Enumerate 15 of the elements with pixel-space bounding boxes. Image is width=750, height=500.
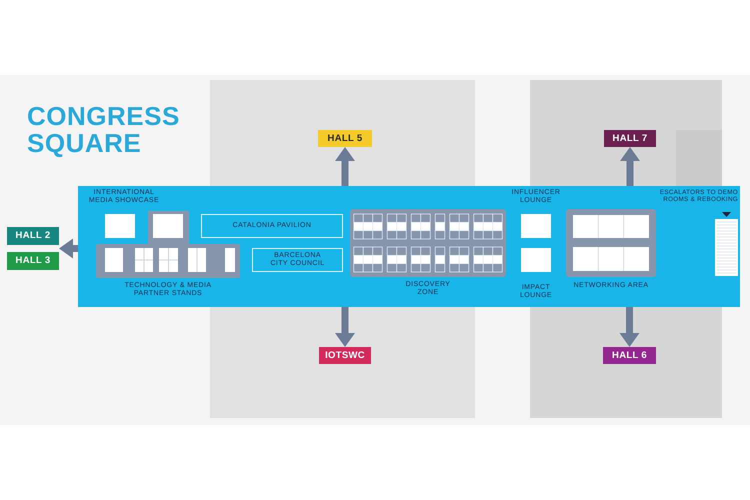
- hall-sign: IOTSWC: [319, 347, 371, 364]
- pavilion-area: [252, 248, 343, 272]
- arrow: [59, 238, 78, 258]
- hall-sign: HALL 2: [7, 227, 59, 245]
- exhibition-floor: [78, 186, 740, 307]
- hall-sign: HALL 3: [7, 252, 59, 270]
- hall-sign: HALL 7: [604, 130, 656, 147]
- arrow: [620, 147, 640, 186]
- arrow: [620, 307, 640, 347]
- hall-sign: HALL 5: [318, 130, 372, 147]
- pavilion-area: [201, 214, 343, 238]
- arrow: [335, 307, 355, 347]
- hall-sign: HALL 6: [603, 347, 656, 364]
- arrow: [335, 147, 355, 186]
- map-title: CONGRESS SQUARE: [27, 103, 181, 157]
